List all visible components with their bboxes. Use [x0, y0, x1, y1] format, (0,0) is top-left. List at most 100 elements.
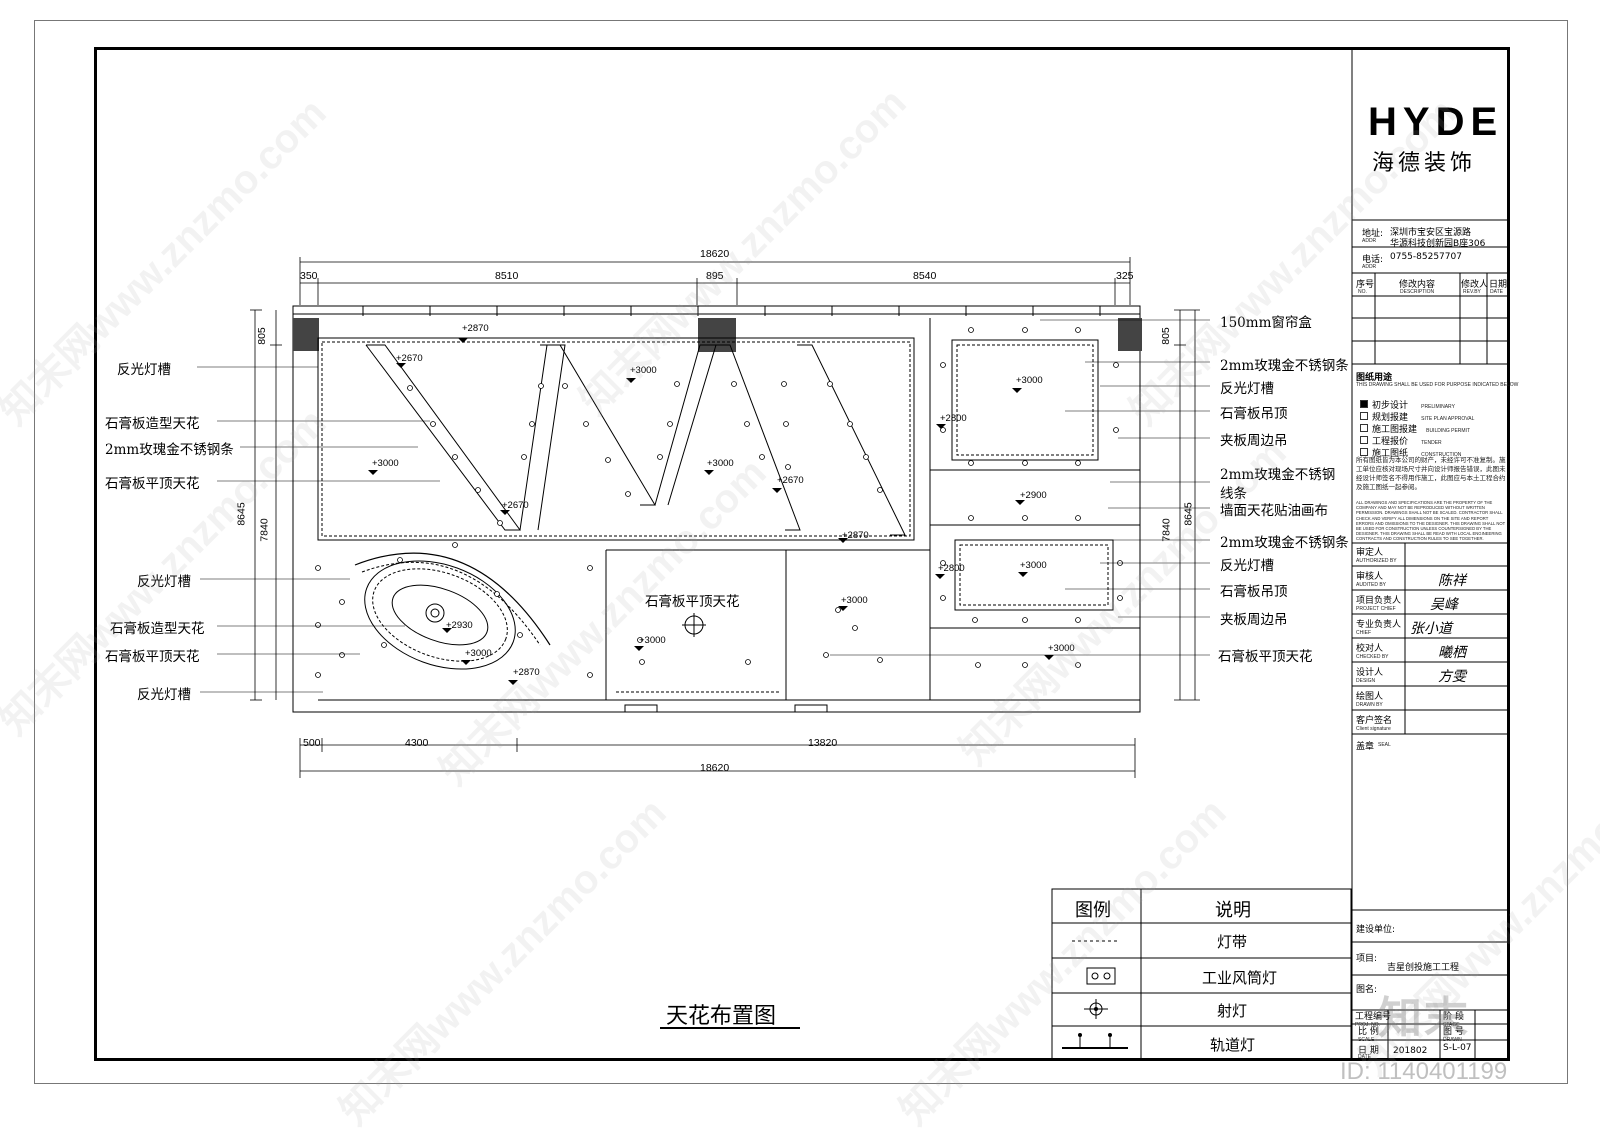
elevation-label: +3000 — [639, 635, 666, 646]
dim-bottom-seg-2: 4300 — [405, 737, 429, 749]
rev-date-header: 日期 — [1489, 280, 1508, 290]
role-audited: 审核人 AUDITED BY — [1356, 572, 1387, 588]
legend-desc-spotlight: 射灯 — [1217, 1002, 1248, 1020]
legend-desc-track-light: 轨道灯 — [1210, 1036, 1256, 1054]
callout-left-7: 石膏板平顶天花 — [105, 649, 200, 665]
addr-label: 地址: — [1362, 229, 1384, 239]
legend-table — [1051, 888, 1352, 1060]
dim-top-seg-5: 325 — [1116, 270, 1134, 282]
title-block-frame — [1351, 47, 1510, 1061]
signature: 曦栖 — [1438, 645, 1466, 661]
callout-right-13: 石膏板平顶天花 — [1218, 649, 1313, 665]
left-leader-lines — [197, 366, 440, 693]
project-name: 吉星创投施工工程 — [1387, 963, 1460, 973]
rev-by-header-en: REV.BY — [1463, 289, 1481, 295]
purpose-note: THIS DRAWING SHALL BE USED FOR PURPOSE I… — [1356, 382, 1519, 388]
elevation-label: +3000 — [1016, 375, 1043, 386]
addr-line-1: 深圳市宝安区宝源路 — [1390, 228, 1472, 238]
dim-top-seg-1: 350 — [300, 270, 318, 282]
signature: 陈祥 — [1438, 573, 1466, 589]
checkbox-icon — [1360, 447, 1368, 456]
legend-desc-duct-light: 工业风筒灯 — [1202, 969, 1278, 987]
dim-top-total: 18620 — [700, 248, 730, 260]
callout-right-7: 线条 — [1220, 486, 1247, 502]
company-logo: HYDE — [1368, 100, 1504, 144]
door-openings — [624, 704, 828, 713]
callout-right-11: 石膏板吊顶 — [1220, 584, 1288, 600]
callout-right-8: 墙面天花贴油画布 — [1220, 503, 1328, 519]
tel-label: 电话: — [1362, 255, 1384, 265]
checkbox-icon — [1360, 411, 1368, 420]
elevation-markers — [368, 338, 1054, 685]
legend-desc-light-strip: 灯带 — [1217, 933, 1248, 951]
date-label-en: DATE — [1358, 1054, 1371, 1060]
drawing-name-label: 图名: — [1356, 985, 1378, 995]
elevation-label: +3000 — [465, 648, 492, 659]
elevation-label: +3000 — [841, 595, 868, 606]
rev-no-header-en: NO. — [1358, 289, 1367, 295]
signature: 方雯 — [1438, 669, 1466, 685]
right-leader-lines — [830, 319, 1210, 656]
dim-bottom-total: 18620 — [700, 762, 730, 774]
purpose-item[interactable]: 工程报价 TENDER — [1360, 429, 1474, 447]
checkbox-checked-icon — [1360, 399, 1368, 408]
callout-left-3: 2mm玫瑰金不锈钢条 — [105, 442, 234, 458]
callout-left-1: 反光灯槽 — [117, 362, 171, 378]
rev-by-header: 修改人 — [1461, 280, 1489, 290]
company-name: 海德装饰 — [1372, 151, 1477, 176]
callout-right-1: 150mm窗帘盒 — [1220, 315, 1312, 331]
dim-left-top: 805 — [255, 327, 268, 345]
curtain-box-ticks — [362, 306, 1101, 316]
callout-right-2: 2mm玫瑰金不锈钢条 — [1220, 358, 1349, 374]
dim-top-seg-4: 8540 — [913, 270, 937, 282]
role-chief: 专业负责人 CHIEF — [1356, 620, 1402, 636]
role-drawn: 绘图人 DRAWN BY — [1356, 692, 1384, 708]
elevation-label: +2670 — [396, 353, 423, 364]
dim-top-seg-2: 8510 — [495, 270, 519, 282]
callout-right-9: 2mm玫瑰金不锈钢条 — [1220, 535, 1349, 551]
role-checked: 校对人 CHECKED BY — [1356, 644, 1389, 660]
callout-left-4: 石膏板平顶天花 — [105, 476, 200, 492]
elevation-label: +2670 — [777, 475, 804, 486]
signature: 吴峰 — [1430, 597, 1458, 613]
elevation-label: +3000 — [707, 458, 734, 469]
callout-left-6: 石膏板造型天花 — [110, 621, 205, 637]
purpose-item[interactable]: 规划报建 SITE PLAN APPROVAL — [1360, 405, 1474, 423]
elevation-label: +2900 — [1020, 490, 1047, 501]
elevation-label: +2670 — [502, 500, 529, 511]
copyright-en: ALL DRAWINGS AND SPECIFICATIONS ARE THE … — [1356, 500, 1506, 542]
building-outline — [292, 305, 1141, 713]
drawing-no-value: S-L-07 — [1443, 1043, 1472, 1053]
purpose-item[interactable]: 施工图纸 CONSTRUCTION — [1360, 441, 1474, 459]
elevation-label: +2930 — [446, 620, 473, 631]
callout-right-12: 夹板周边吊 — [1220, 612, 1288, 628]
callout-left-2: 石膏板造型天花 — [105, 416, 200, 432]
signature: 张小道 — [1410, 621, 1452, 637]
elevation-label: +3000 — [372, 458, 399, 469]
elevation-label: +3000 — [1020, 560, 1047, 571]
role-client: 客户签名 Client signature — [1356, 716, 1393, 732]
project-no-cell: 工程编号 PROJ. NO. — [1355, 1012, 1392, 1028]
purpose-item[interactable]: 施工图报建 BUILDING PERMIT — [1360, 417, 1474, 435]
copyright-cn: 所有图纸皆为本公司的财产，未经许可不准复制。施工单位应核对现场尺寸并向设计师报告… — [1356, 456, 1506, 491]
rev-desc-header-en: DESCRIPTION — [1400, 289, 1435, 295]
purpose-title: 图纸用途 — [1356, 373, 1393, 383]
legend-header-symbol: 图例 — [1075, 900, 1111, 921]
drawing-no-cell: 图 号 DRAWN — [1443, 1027, 1464, 1043]
left-dimension-lines — [250, 309, 282, 701]
elevation-label: +2800 — [938, 563, 965, 574]
watermark-id: ID: 1140401199 — [1340, 1058, 1508, 1085]
rev-desc-header: 修改内容 — [1399, 280, 1436, 290]
callout-right-4: 石膏板吊顶 — [1220, 406, 1288, 422]
right-ceiling-zones — [930, 339, 1140, 629]
client-label: 建设单位: — [1356, 925, 1396, 935]
elevation-label: +2870 — [513, 667, 540, 678]
callout-left-5: 反光灯槽 — [137, 574, 191, 590]
elevation-label: +2870 — [842, 530, 869, 541]
checkbox-icon — [1360, 423, 1368, 432]
right-dimension-lines — [1174, 309, 1200, 701]
callout-left-8: 反光灯槽 — [137, 687, 191, 703]
tel-label-en: ADDR — [1362, 264, 1377, 270]
purpose-item[interactable]: 初步设计 PRELIMINARY — [1360, 393, 1474, 411]
